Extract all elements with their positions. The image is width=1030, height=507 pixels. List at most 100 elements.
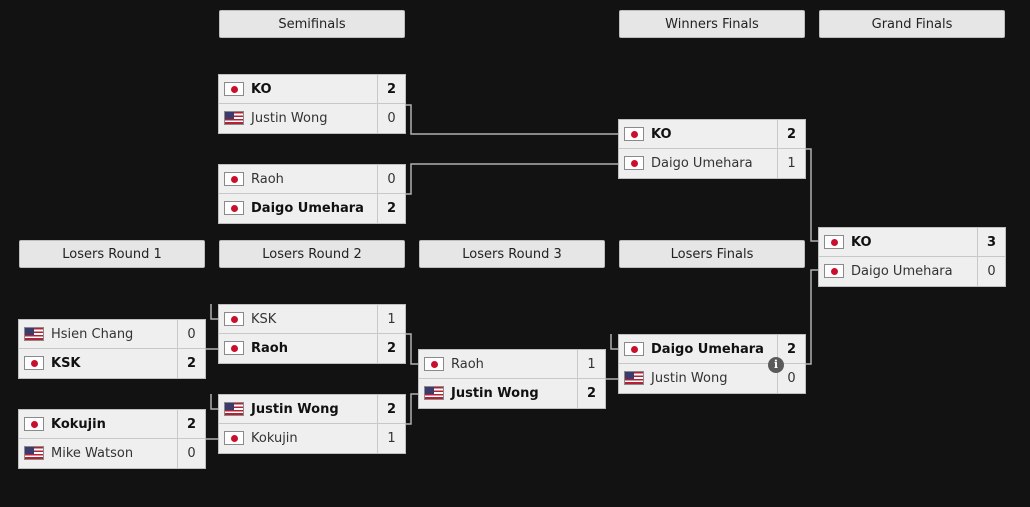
player-name: Raoh — [451, 357, 484, 372]
player-row[interactable]: KO 2 — [219, 75, 405, 104]
connector-drop-lr2b — [210, 394, 219, 410]
japan-flag-icon — [424, 357, 444, 371]
player-name: KO — [251, 82, 272, 97]
player-name: Hsien Chang — [51, 327, 134, 342]
japan-flag-icon — [24, 356, 44, 370]
player-row[interactable]: Mike Watson 0 — [19, 439, 205, 468]
usa-flag-icon — [224, 111, 244, 125]
match-losers-round-3[interactable]: Raoh 1 Justin Wong 2 — [418, 349, 606, 409]
player-score: 3 — [977, 228, 1005, 256]
match-losers-round-2-b[interactable]: Justin Wong 2 Kokujin 1 — [218, 394, 406, 454]
header-losers-round-2: Losers Round 2 — [219, 240, 405, 268]
japan-flag-icon — [24, 417, 44, 431]
player-row[interactable]: Kokujin 2 — [19, 410, 205, 439]
player-name: Kokujin — [51, 417, 106, 432]
player-row[interactable]: KO 2 — [619, 120, 805, 149]
header-losers-round-3: Losers Round 3 — [419, 240, 605, 268]
player-name: KO — [651, 127, 672, 142]
player-name: KSK — [251, 312, 277, 327]
player-score: 1 — [377, 424, 405, 453]
player-score: 2 — [377, 194, 405, 223]
player-row[interactable]: Justin Wong 2 — [419, 379, 605, 408]
player-name: Raoh — [251, 341, 288, 356]
player-row[interactable]: Raoh 0 — [219, 165, 405, 194]
player-score: 1 — [377, 305, 405, 333]
match-losers-round-2-a[interactable]: KSK 1 Raoh 2 — [218, 304, 406, 364]
player-score: 0 — [777, 364, 805, 393]
player-name: Justin Wong — [451, 386, 539, 401]
connector-lr2b-lr3 — [406, 393, 419, 425]
player-name: Daigo Umehara — [651, 156, 753, 171]
player-name: Daigo Umehara — [651, 342, 764, 357]
japan-flag-icon — [224, 341, 244, 355]
japan-flag-icon — [824, 264, 844, 278]
player-score: 2 — [577, 379, 605, 408]
japan-flag-icon — [624, 156, 644, 170]
player-row[interactable]: Raoh 1 — [419, 350, 605, 379]
player-row[interactable]: Daigo Umehara 1 — [619, 149, 805, 178]
player-score: 2 — [777, 120, 805, 148]
japan-flag-icon — [624, 127, 644, 141]
header-losers-finals: Losers Finals — [619, 240, 805, 268]
connector-drop-lf — [610, 334, 619, 350]
player-row[interactable]: KSK 1 — [219, 305, 405, 334]
usa-flag-icon — [24, 446, 44, 460]
japan-flag-icon — [624, 342, 644, 356]
player-name: Mike Watson — [51, 446, 134, 461]
connector-lf-gf — [806, 269, 819, 365]
match-grand-finals[interactable]: KO 3 Daigo Umehara 0 — [818, 227, 1006, 287]
japan-flag-icon — [824, 235, 844, 249]
player-row[interactable]: Justin Wong 0 — [219, 104, 405, 133]
player-name: Raoh — [251, 172, 284, 187]
player-name: Justin Wong — [651, 371, 728, 386]
player-name: Daigo Umehara — [251, 201, 364, 216]
usa-flag-icon — [24, 327, 44, 341]
player-row[interactable]: KSK 2 — [19, 349, 205, 378]
player-name: KSK — [51, 356, 81, 371]
player-name: Kokujin — [251, 431, 298, 446]
header-grand-finals: Grand Finals — [819, 10, 1005, 38]
usa-flag-icon — [224, 402, 244, 416]
match-losers-round-1-a[interactable]: Hsien Chang 0 KSK 2 — [18, 319, 206, 379]
player-name: Justin Wong — [251, 402, 339, 417]
player-score: 2 — [777, 335, 805, 363]
player-score: 0 — [177, 320, 205, 348]
connector-sf1-wf — [406, 104, 619, 135]
info-icon[interactable]: i — [768, 357, 784, 373]
player-row[interactable]: Hsien Chang 0 — [19, 320, 205, 349]
player-row[interactable]: Justin Wong 0 — [619, 364, 805, 393]
player-name: KO — [851, 235, 872, 250]
player-row[interactable]: Daigo Umehara 2 — [219, 194, 405, 223]
japan-flag-icon — [224, 82, 244, 96]
connector-drop-lr2a — [210, 304, 219, 320]
match-winners-finals[interactable]: KO 2 Daigo Umehara 1 — [618, 119, 806, 179]
player-row[interactable]: KO 3 — [819, 228, 1005, 257]
player-row[interactable]: Daigo Umehara 2 — [619, 335, 805, 364]
player-row[interactable]: Kokujin 1 — [219, 424, 405, 453]
player-score: 2 — [377, 75, 405, 103]
header-winners-finals: Winners Finals — [619, 10, 805, 38]
japan-flag-icon — [224, 431, 244, 445]
player-row[interactable]: Daigo Umehara 0 — [819, 257, 1005, 286]
japan-flag-icon — [224, 201, 244, 215]
player-score: 1 — [777, 149, 805, 178]
player-name: Justin Wong — [251, 111, 328, 126]
match-semifinal-1[interactable]: KO 2 Justin Wong 0 — [218, 74, 406, 134]
japan-flag-icon — [224, 172, 244, 186]
player-score: 0 — [377, 104, 405, 133]
match-semifinal-2[interactable]: Raoh 0 Daigo Umehara 2 — [218, 164, 406, 224]
match-losers-round-1-b[interactable]: Kokujin 2 Mike Watson 0 — [18, 409, 206, 469]
player-score: 0 — [377, 165, 405, 193]
connector-lr2a-lr3 — [406, 333, 419, 365]
player-score: 0 — [977, 257, 1005, 286]
player-row[interactable]: Raoh 2 — [219, 334, 405, 363]
connector-sf2-wf — [406, 163, 619, 195]
player-score: 2 — [377, 395, 405, 423]
player-score: 0 — [177, 439, 205, 468]
player-name: Daigo Umehara — [851, 264, 953, 279]
usa-flag-icon — [624, 371, 644, 385]
player-score: 2 — [177, 349, 205, 378]
player-row[interactable]: Justin Wong 2 — [219, 395, 405, 424]
player-score: 2 — [377, 334, 405, 363]
